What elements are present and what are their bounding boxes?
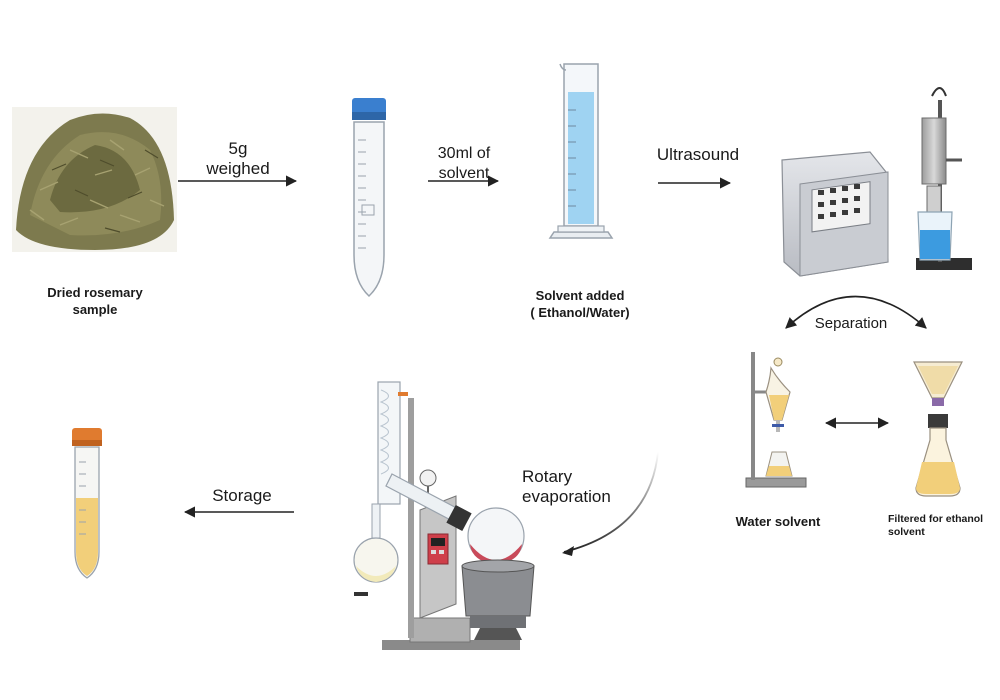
label-30ml-line2: solvent [438, 165, 490, 182]
label-filtered-line1: Filtered for ethanol [888, 513, 984, 525]
label-rotary-line1: Rotary [522, 467, 573, 486]
label-water-solvent: Water solvent [735, 514, 821, 529]
rosemary-pile-icon [12, 107, 177, 252]
label-dried-rosemary: Dried rosemary sample [32, 284, 158, 318]
separatory-funnel-icon [745, 352, 807, 488]
label-ultrasound: Ultrasound [656, 145, 740, 164]
label-30ml-solvent: 30ml of solvent [424, 144, 504, 184]
label-solvent-added-line1: Solvent added [535, 288, 625, 303]
label-weighed: 5g weighed [196, 139, 280, 179]
label-filtered-line2: solvent [888, 526, 925, 538]
label-separation: Separation [814, 315, 888, 332]
arrow-separation-curve [785, 295, 927, 329]
label-30ml-line1: 30ml of [437, 145, 491, 162]
filter-funnel-flask-icon [913, 361, 963, 497]
label-dried-rosemary-line1: Dried rosemary [47, 285, 143, 300]
falcon-tube-icon [352, 98, 386, 298]
label-solvent-added-line2: ( Ethanol/Water) [530, 305, 630, 320]
storage-tube-icon [72, 428, 102, 579]
label-filtered-ethanol: Filtered for ethanol solvent [888, 513, 998, 539]
arrow-rotary-evaporation [563, 451, 659, 553]
arrow-rotary-head [562, 546, 574, 556]
graduated-cylinder-icon [548, 63, 614, 239]
ultrasonic-homogenizer-icon [781, 87, 972, 277]
label-rotary-evaporation: Rotary evaporation [522, 467, 638, 507]
label-rotary-line2: evaporation [522, 487, 611, 506]
label-solvent-added: Solvent added ( Ethanol/Water) [514, 287, 646, 321]
rotary-evaporator-icon [353, 381, 535, 650]
label-storage: Storage [212, 486, 272, 505]
label-weighed-line2: weighed [206, 159, 270, 178]
label-dried-rosemary-line2: sample [72, 302, 118, 317]
label-weighed-line1: 5g [228, 139, 248, 158]
